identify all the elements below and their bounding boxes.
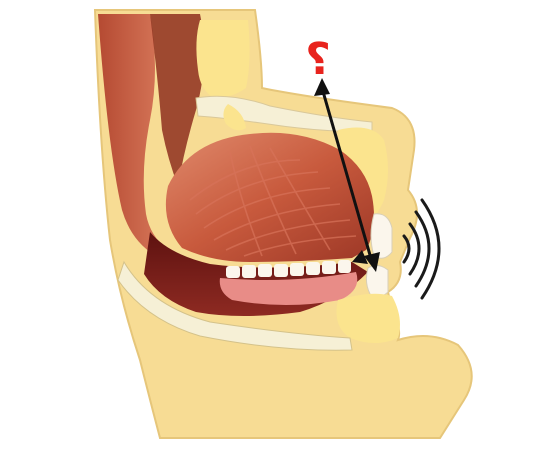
lower-gum [219, 272, 358, 305]
arrow-head-bottom [364, 252, 380, 272]
uvula [223, 104, 246, 131]
lower-incisor [365, 264, 389, 298]
pharynx-wall [98, 14, 168, 258]
arrow-shaft [320, 86, 374, 264]
tongue-fibers [189, 145, 357, 257]
arrow-head-side [352, 250, 368, 264]
lower-lip [336, 293, 400, 343]
question-marker: ؟ [305, 34, 331, 85]
pharynx-inner [150, 14, 205, 186]
lower-teeth [226, 260, 351, 278]
soft-palate [196, 20, 250, 98]
articulation-arrow [314, 78, 380, 272]
sound-waves [402, 198, 441, 300]
mandible [117, 260, 353, 351]
arrow-head-top [314, 78, 330, 96]
upper-incisor [370, 213, 393, 259]
